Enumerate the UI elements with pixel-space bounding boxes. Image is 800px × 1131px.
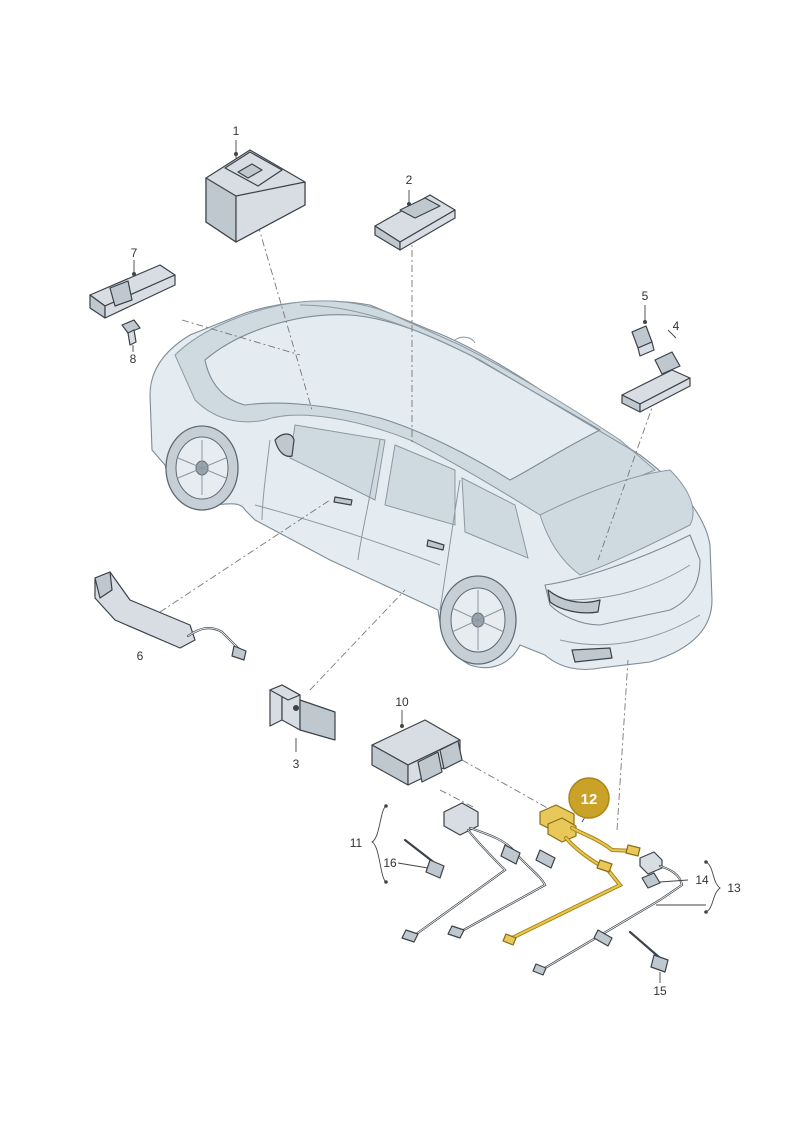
callout-7: 7 [131, 246, 138, 260]
callout-3: 3 [293, 757, 300, 771]
callout-1: 1 [233, 124, 240, 138]
callout-15: 15 [653, 984, 667, 998]
callout-4: 4 [673, 319, 680, 333]
callout-12-badge: 12 [568, 777, 610, 819]
bracket-13 [705, 861, 721, 913]
callout-2: 2 [406, 173, 413, 187]
part-11-wiring-harness [401, 802, 556, 943]
part-2-sensor-module [374, 190, 456, 251]
leader-lines [159, 224, 661, 831]
rear-wheel [439, 575, 517, 665]
callout-14: 14 [695, 873, 709, 887]
part-16-clip [397, 838, 445, 879]
callout-13: 13 [727, 881, 741, 895]
callout-10: 10 [395, 695, 409, 709]
leader-14 [659, 879, 689, 883]
bracket-11 [370, 805, 387, 883]
callout-16: 16 [383, 856, 397, 870]
callout-8: 8 [130, 352, 137, 366]
part-3-bracket [269, 684, 336, 752]
part-15-clip [628, 930, 669, 983]
callout-5: 5 [642, 289, 649, 303]
part-6-bumper-bracket [94, 571, 247, 661]
callout-11: 11 [350, 836, 363, 850]
part-5-sensor [631, 305, 655, 357]
station-wagon-car [149, 300, 713, 671]
part-12-adapter-harness [502, 804, 641, 946]
part-8-screw [121, 319, 141, 352]
part-1-control-unit [205, 140, 306, 243]
callout-12: 12 [581, 791, 598, 808]
part-10-control-box [371, 710, 463, 786]
part-4-holder [621, 329, 691, 413]
front-wheel [165, 425, 239, 511]
part-7-bracket-sensor [89, 260, 176, 319]
callout-6: 6 [137, 649, 144, 663]
part-13-wiring-harness [532, 851, 684, 976]
